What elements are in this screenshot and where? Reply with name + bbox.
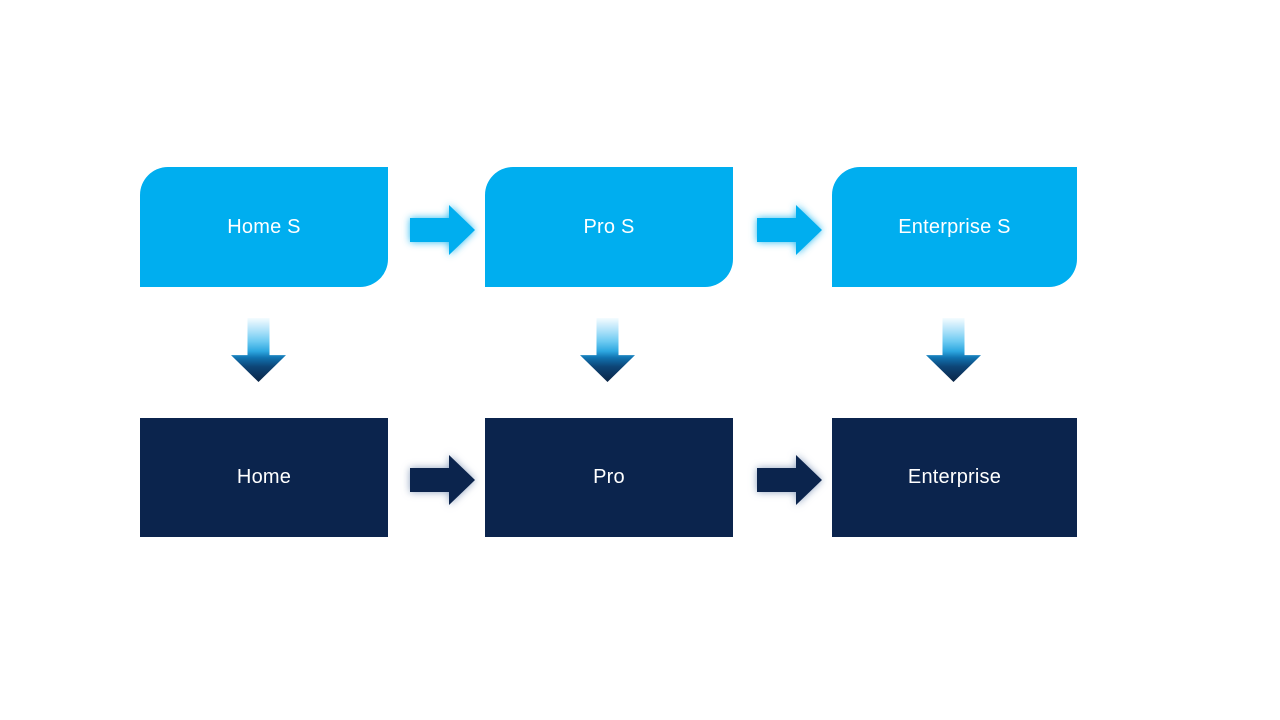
- box-enterprise-s-label: Enterprise S: [898, 215, 1011, 238]
- box-pro-s: Pro S: [485, 167, 733, 287]
- down-arrow-icon: [580, 318, 635, 382]
- box-pro-s-label: Pro S: [583, 215, 635, 238]
- down-arrow-icon: [231, 318, 286, 382]
- right-arrow-icon: [757, 455, 822, 505]
- down-arrow-icon: [926, 318, 981, 382]
- box-enterprise-s: Enterprise S: [832, 167, 1077, 287]
- box-pro: Pro: [485, 418, 733, 537]
- right-arrow-shape: [410, 455, 475, 505]
- right-arrow-icon: [757, 205, 822, 255]
- box-home-s: Home S: [140, 167, 388, 287]
- box-enterprise-label: Enterprise: [907, 466, 1002, 488]
- box-home-label: Home: [236, 466, 292, 488]
- right-arrow-icon: [410, 455, 475, 505]
- box-enterprise: Enterprise: [832, 418, 1077, 537]
- box-pro-label: Pro: [593, 466, 625, 488]
- right-arrow-shape: [757, 205, 822, 255]
- box-home-s-label: Home S: [227, 215, 301, 238]
- right-arrow-shape: [410, 205, 475, 255]
- right-arrow-shape: [757, 455, 822, 505]
- box-home: Home: [140, 418, 388, 537]
- right-arrow-icon: [410, 205, 475, 255]
